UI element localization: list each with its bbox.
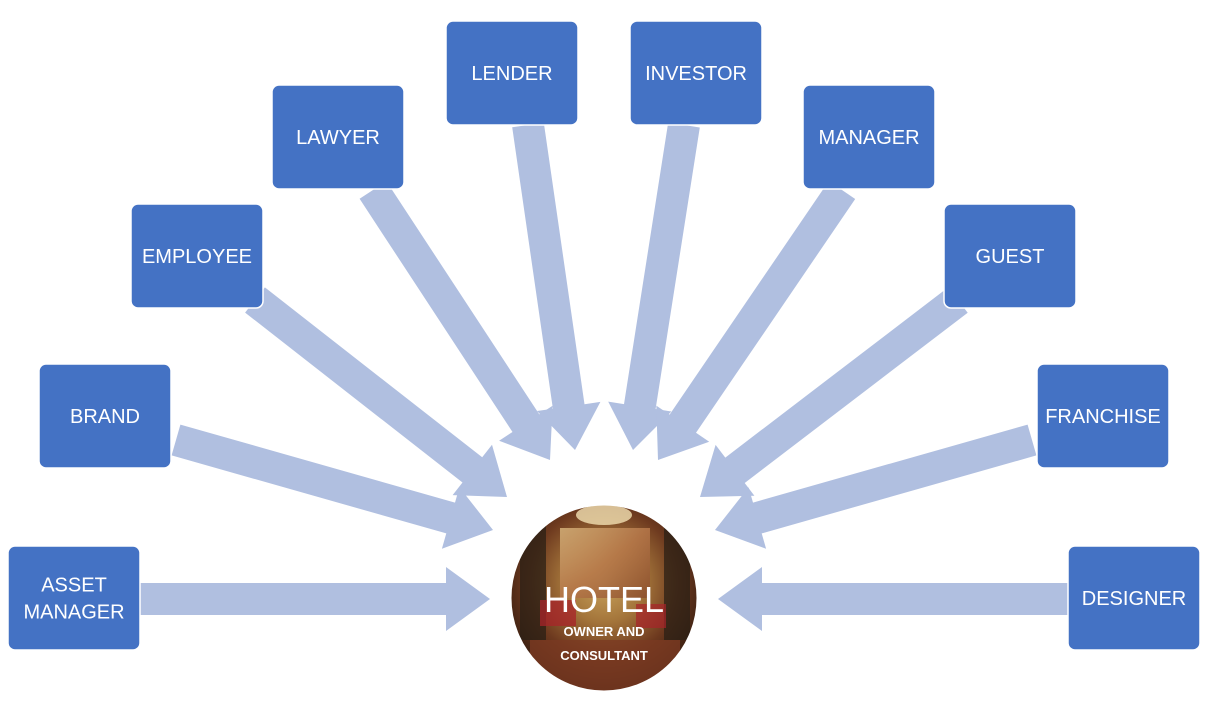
node-investor: INVESTOR [629,20,763,126]
arrow-layer [140,122,1068,631]
node-franchise: FRANCHISE [1036,363,1170,469]
node-box [1036,363,1170,469]
node-designer: DESIGNER [1067,545,1201,651]
center-title: HOTEL [544,579,664,620]
node-lawyer: LAWYER [271,84,405,190]
node-label: LENDER [471,63,552,85]
center-subtitle-line: CONSULTANT [560,648,648,663]
node-box [7,545,141,651]
node-label: MANAGER [23,602,124,624]
node-box [943,203,1077,309]
arrow-lender [512,122,601,450]
box-layer: ASSET MANAGER BRAND EMPLOYEE LAWYER LENDER INV… [7,20,1201,651]
node-label: LAWYER [296,127,380,149]
node-asset-manager: ASSET MANAGER [7,545,141,651]
arrow-franchise [715,424,1037,549]
arrow-asset-manager [140,567,490,631]
center-subtitle-line: OWNER AND [563,624,644,639]
node-manager: MANAGER [802,84,936,190]
node-label: FRANCHISE [1045,406,1161,428]
node-label: BRAND [70,406,140,428]
hotel-photo [510,504,698,692]
arrow-brand [171,424,493,549]
node-label: MANAGER [818,127,919,149]
node-label: INVESTOR [645,63,747,85]
node-guest: GUEST [943,203,1077,309]
arrow-guest [700,287,968,497]
node-box [130,203,264,309]
node-box [38,363,172,469]
node-box [1067,545,1201,651]
node-label: EMPLOYEE [142,246,252,268]
node-brand: BRAND [38,363,172,469]
arrow-manager [656,181,856,460]
node-box [802,84,936,190]
node-lender: LENDER [445,20,579,126]
hotel-center: HOTEL OWNER AND CONSULTANT [508,502,700,694]
node-box [445,20,579,126]
arrow-employee [245,287,507,497]
arrow-investor [608,122,700,450]
node-label: DESIGNER [1082,588,1186,610]
node-employee: EMPLOYEE [130,203,264,309]
node-box [271,84,405,190]
arrow-lawyer [359,181,553,460]
node-label: ASSET [41,575,107,597]
node-label: GUEST [976,246,1045,268]
arrow-designer [718,567,1068,631]
node-box [629,20,763,126]
